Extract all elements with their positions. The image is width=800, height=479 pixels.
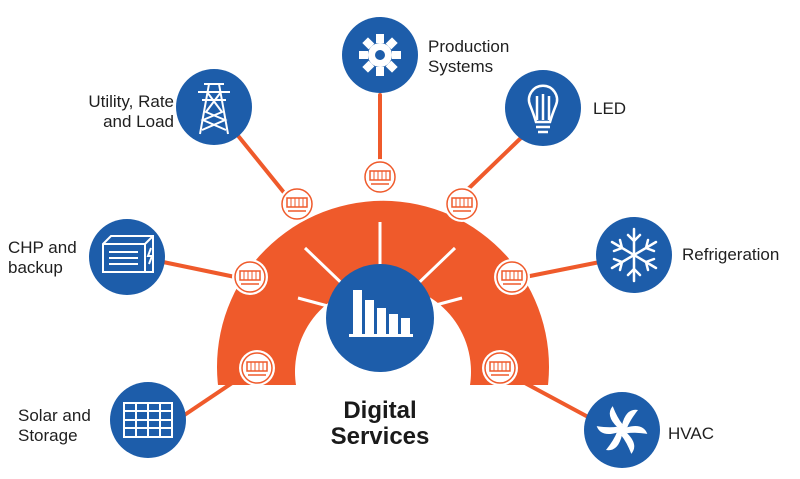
spoke-led bbox=[463, 133, 526, 194]
light-bulb-icon bbox=[527, 84, 559, 134]
meter-icon bbox=[494, 259, 530, 295]
meter-icon bbox=[279, 186, 315, 222]
meter-icon bbox=[239, 350, 275, 386]
fan-icon bbox=[596, 406, 648, 454]
spoke-chp-backup bbox=[161, 260, 242, 280]
node-refrigeration[interactable] bbox=[596, 217, 672, 293]
label-solar-storage: Solar and Storage bbox=[18, 406, 91, 445]
gear-icon bbox=[359, 34, 401, 76]
node-led[interactable] bbox=[505, 70, 581, 146]
node-solar-storage[interactable] bbox=[110, 382, 186, 458]
node-hvac[interactable] bbox=[584, 392, 660, 468]
label-utility: Utility, Rate and Load bbox=[88, 92, 174, 131]
snowflake-icon bbox=[610, 227, 658, 283]
label-hvac: HVAC bbox=[668, 424, 714, 443]
solar-panel-icon bbox=[123, 402, 173, 438]
meter-icon bbox=[232, 259, 268, 295]
bar-chart-icon bbox=[349, 290, 413, 337]
label-refrigeration: Refrigeration bbox=[682, 245, 780, 264]
generator-icon bbox=[102, 235, 154, 273]
outer-spokes bbox=[161, 93, 602, 422]
node-utility[interactable] bbox=[176, 69, 252, 145]
label-led: LED bbox=[593, 99, 627, 118]
meters bbox=[232, 159, 530, 386]
service-ring bbox=[217, 200, 549, 385]
meter-icon bbox=[362, 159, 398, 195]
node-production-systems[interactable] bbox=[342, 17, 418, 93]
node-chp-backup[interactable] bbox=[89, 219, 165, 295]
spoke-utility bbox=[233, 130, 292, 202]
label-chp-backup: CHP and backup bbox=[8, 238, 77, 277]
meter-icon bbox=[444, 186, 480, 222]
center-hub bbox=[326, 264, 434, 372]
label-production-systems: Production Systems bbox=[428, 37, 510, 76]
center-title: Digital Services bbox=[330, 397, 430, 450]
transmission-tower-icon bbox=[198, 83, 230, 135]
spoke-refrigeration bbox=[518, 260, 602, 280]
meter-icon bbox=[482, 350, 518, 386]
